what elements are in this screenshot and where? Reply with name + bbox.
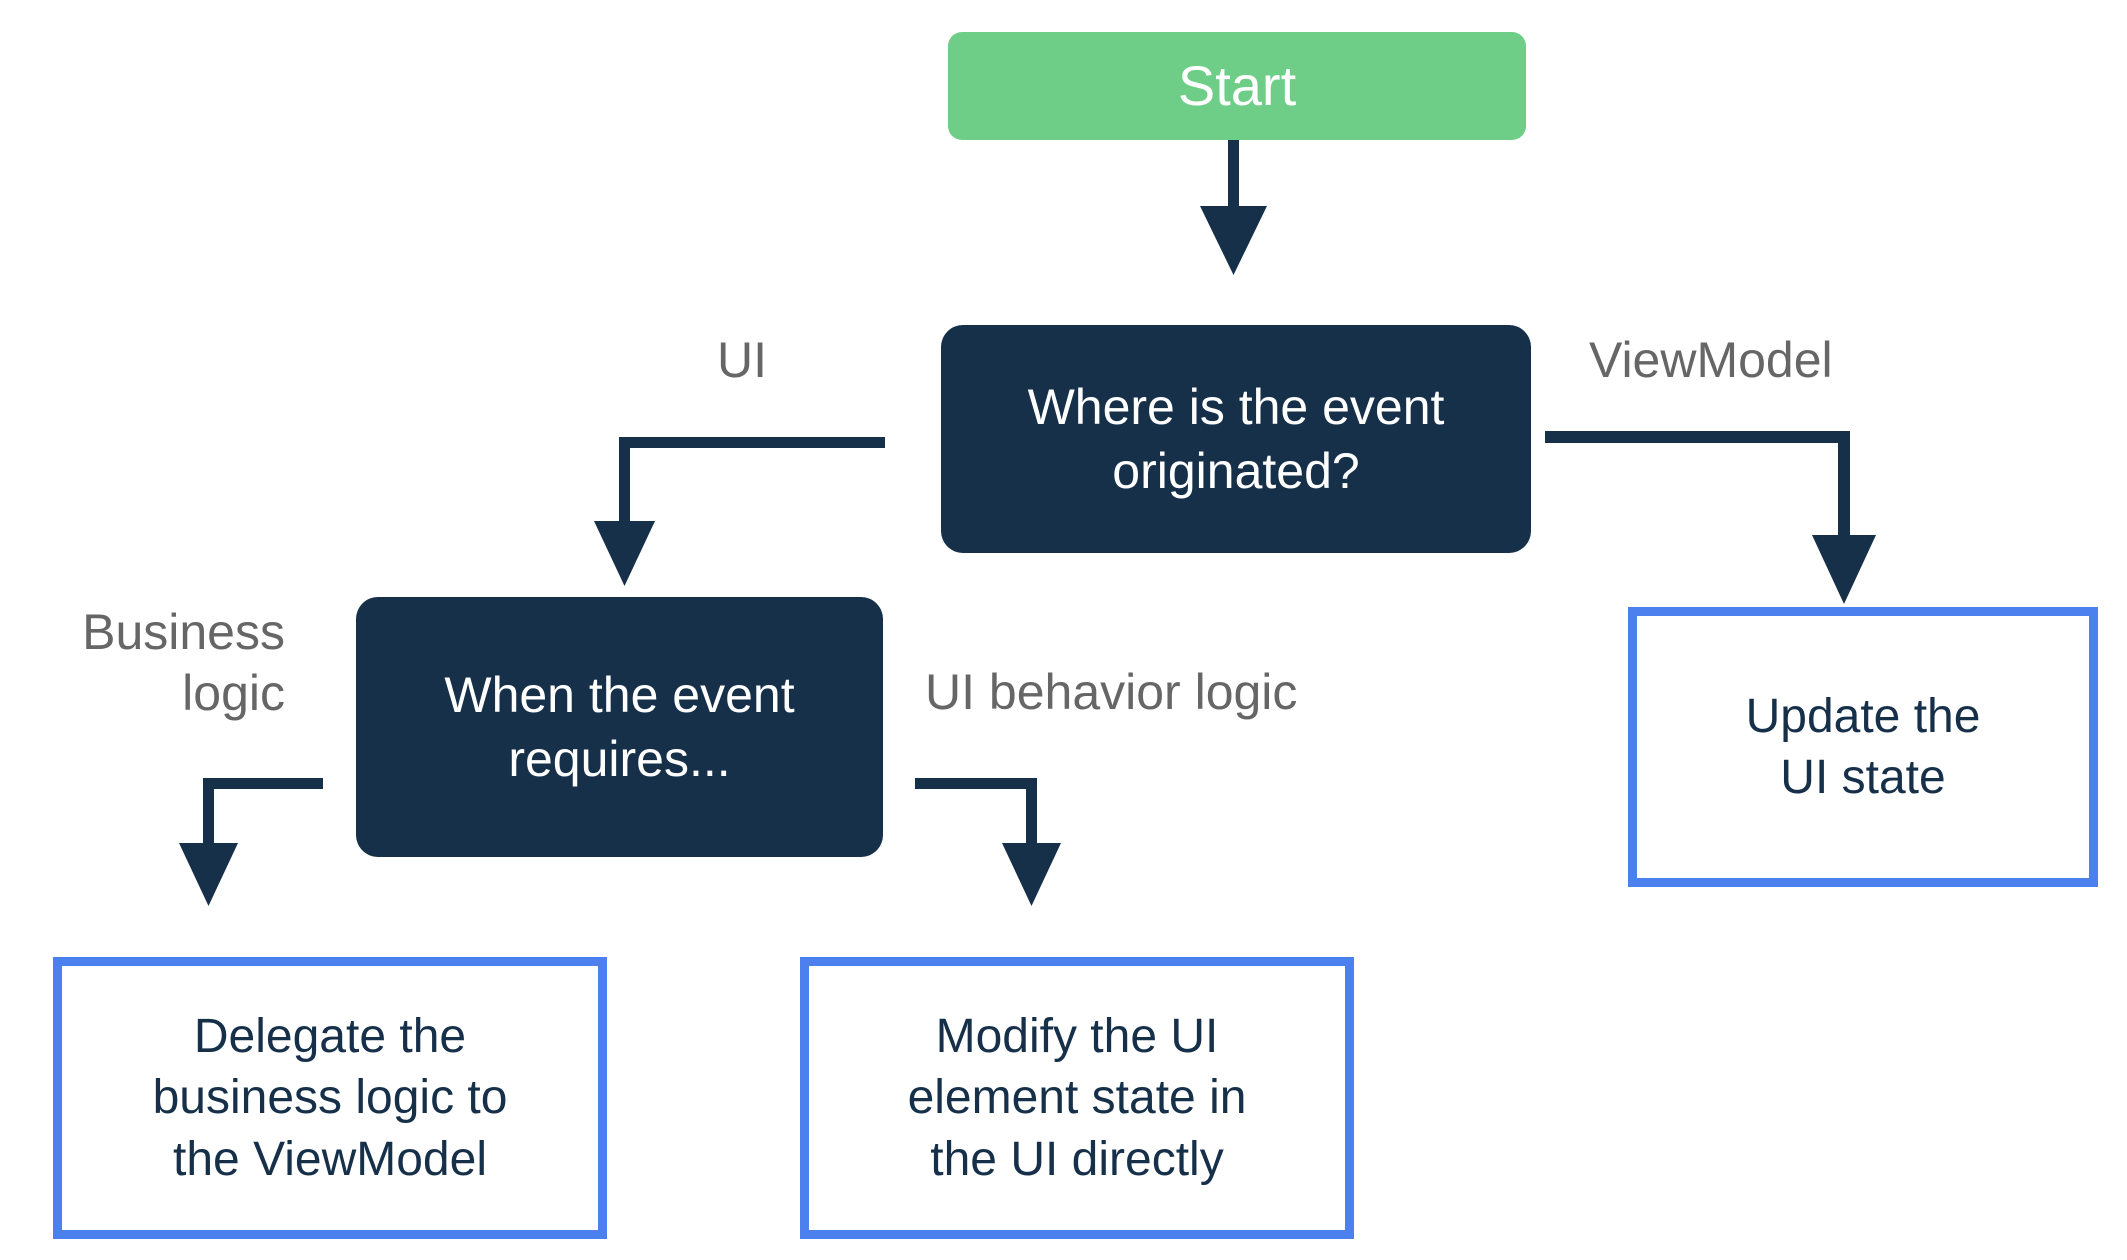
- node-decision-requires[interactable]: When the event requires...: [356, 597, 883, 857]
- node-decision-origin[interactable]: Where is the event originated?: [941, 325, 1531, 553]
- node-start-label: Start: [1177, 54, 1297, 118]
- node-decision-origin-label: Where is the event originated?: [1027, 379, 1445, 499]
- edge-requires-to-modify: [915, 778, 1061, 906]
- node-delegate-business-logic[interactable]: Delegate the business logic to the ViewM…: [53, 957, 607, 1239]
- node-decision-requires-label: When the event requires...: [444, 667, 795, 787]
- node-delegate-business-logic-label: Delegate the business logic to the ViewM…: [152, 1009, 508, 1186]
- node-update-ui-state[interactable]: Update the UI state: [1628, 607, 2098, 887]
- edge-label-ui: UI: [717, 332, 767, 388]
- edge-label-ui-behavior-logic: UI behavior logic: [925, 664, 1298, 720]
- edge-label-business-logic: Business logic: [82, 604, 285, 721]
- edge-label-viewmodel: ViewModel: [1589, 332, 1833, 388]
- edge-requires-to-delegate: [179, 778, 323, 906]
- edge-decision-to-update: [1545, 431, 1876, 604]
- edge-decision-to-requires: [594, 437, 885, 586]
- edge-start-to-decision: [1200, 140, 1267, 275]
- node-start[interactable]: Start: [948, 32, 1526, 140]
- node-modify-ui-element-label: Modify the UI element state in the UI di…: [907, 1009, 1247, 1186]
- node-update-ui-state-label: Update the UI state: [1745, 689, 1981, 804]
- node-modify-ui-element[interactable]: Modify the UI element state in the UI di…: [800, 957, 1354, 1239]
